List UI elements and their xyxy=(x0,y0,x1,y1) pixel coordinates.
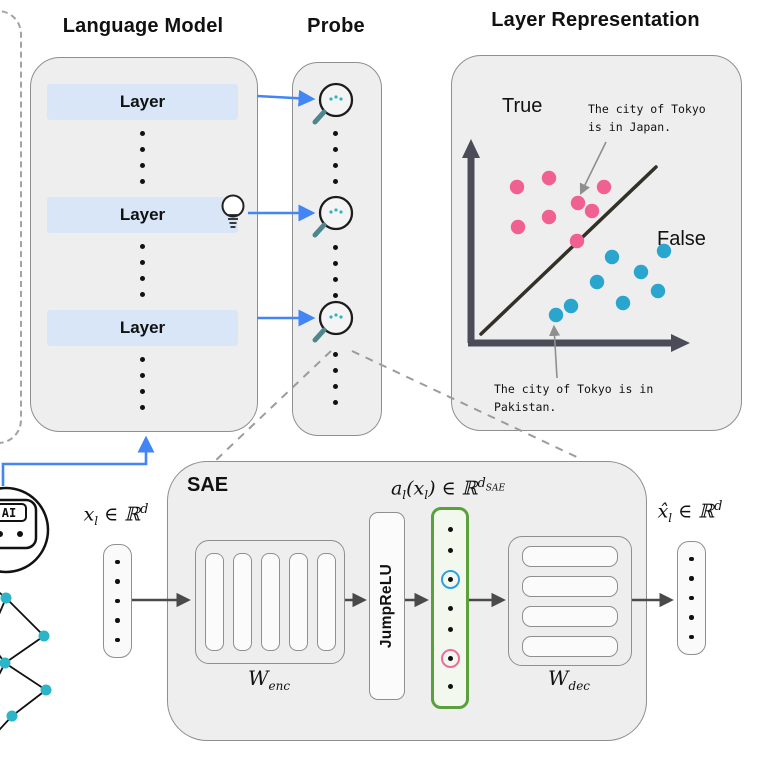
layer-representation-title: Layer Representation xyxy=(491,9,700,31)
w-enc-label: Wenc xyxy=(247,666,291,693)
probe-ellipsis xyxy=(333,245,338,298)
layer-ellipsis xyxy=(140,357,145,410)
pink-circled-activation xyxy=(440,648,460,668)
language-model-title: Language Model xyxy=(62,15,224,37)
probe-ellipsis xyxy=(333,352,338,405)
layer-ellipsis xyxy=(140,244,145,297)
input-to-model-arrow xyxy=(1,435,155,486)
sae-activation-label: al(xl) ∈ ℝdSAE xyxy=(390,476,506,503)
sae-title: SAE xyxy=(187,474,229,496)
dashed-frame xyxy=(0,10,22,444)
layer-box-2: Layer xyxy=(47,197,238,233)
neural-network-sketch xyxy=(0,591,52,731)
ai-icon-label: AI xyxy=(2,506,16,520)
layer-label: Layer xyxy=(119,318,166,337)
blue-circled-activation xyxy=(440,569,460,589)
jumprelu-block: JumpReLU xyxy=(369,512,405,700)
activation-vector xyxy=(431,507,469,709)
false-label: False xyxy=(657,228,706,250)
output-vector xyxy=(677,541,706,655)
decoder-block xyxy=(508,536,632,666)
probe-ellipsis xyxy=(333,131,338,184)
annotation-true: The city of Tokyo is in Japan. xyxy=(588,102,706,134)
layer-box-3: Layer xyxy=(47,310,238,346)
true-label: True xyxy=(502,95,543,117)
layer-label: Layer xyxy=(119,205,166,224)
sae-output-label: x̂l ∈ ℝd xyxy=(657,499,723,526)
layer-ellipsis xyxy=(140,131,145,184)
ai-icon: AI xyxy=(0,486,50,574)
layer-box-1: Layer xyxy=(47,84,238,120)
probe-title: Probe xyxy=(307,15,365,37)
jumprelu-label: JumpReLU xyxy=(378,563,395,649)
sae-input-label: xl ∈ ℝd xyxy=(83,502,149,529)
input-vector xyxy=(103,544,132,658)
encoder-block xyxy=(195,540,345,664)
annotation-false: The city of Tokyo is in Pakistan. xyxy=(494,382,654,414)
w-dec-label: Wdec xyxy=(547,666,591,693)
layer-label: Layer xyxy=(119,92,166,111)
